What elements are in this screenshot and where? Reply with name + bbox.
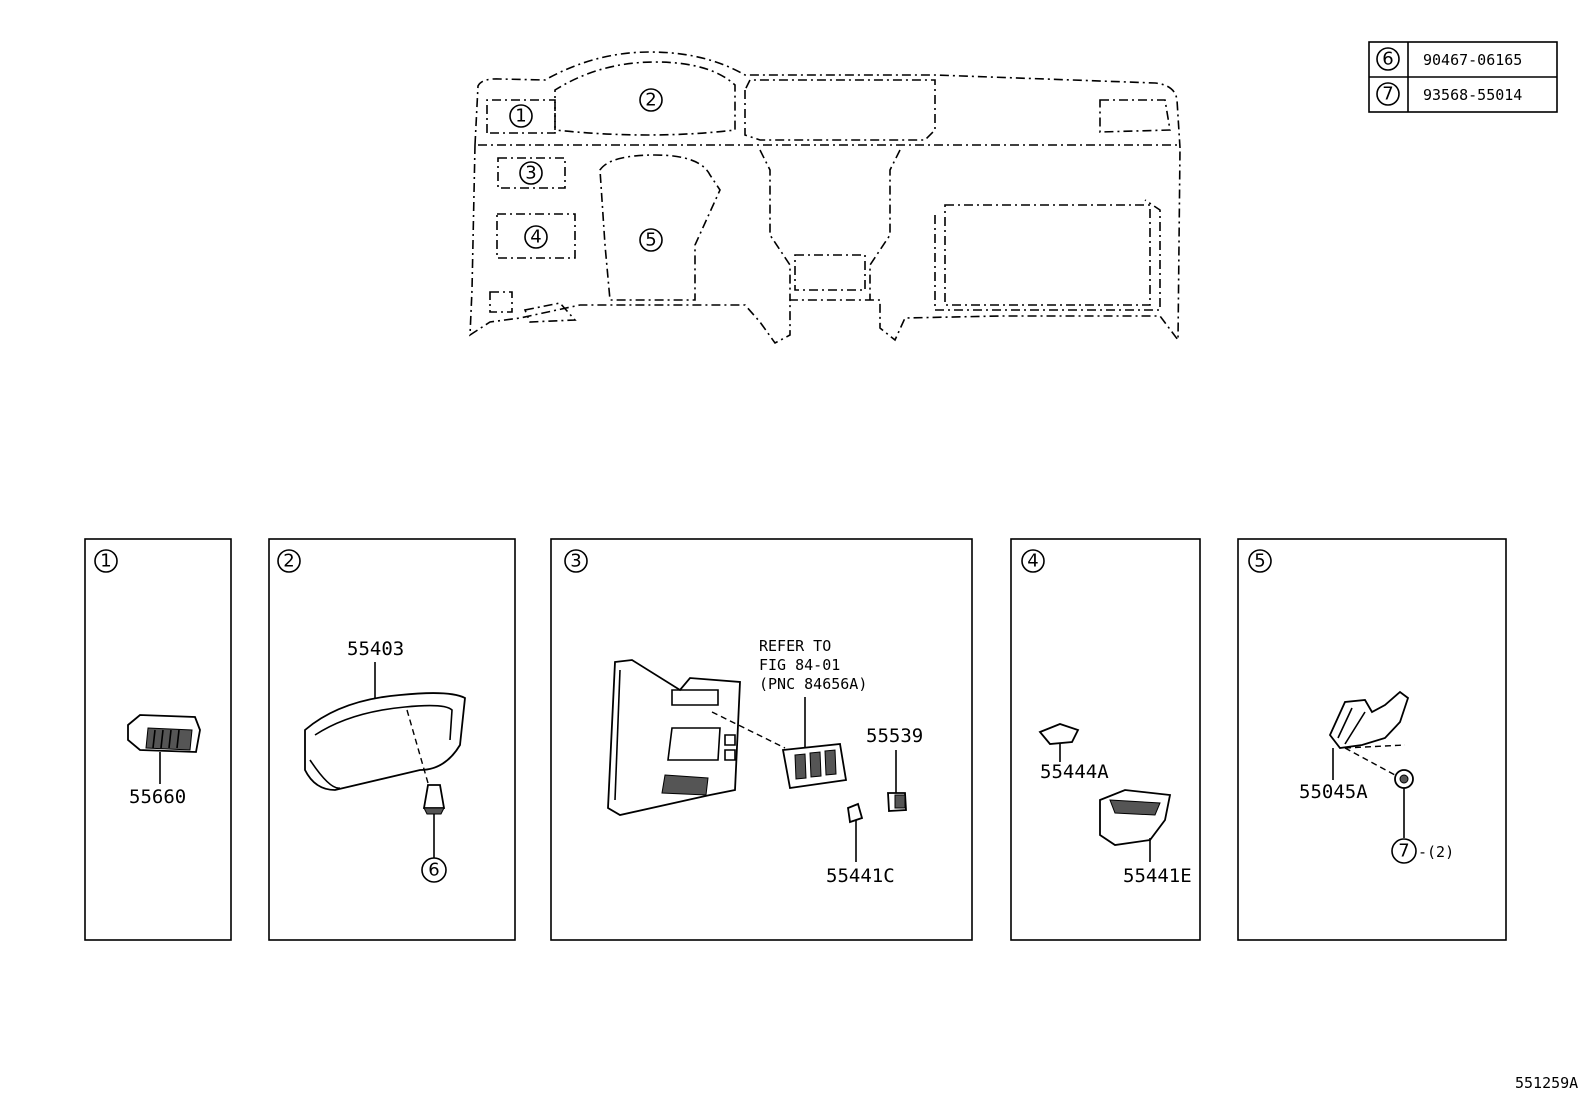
panel-5-frame: [1237, 538, 1507, 941]
overview-callout-1: [509, 104, 533, 128]
overview-callout-5: [639, 228, 663, 252]
clip-fastener-6: [422, 784, 446, 815]
part-label-55444A: 55444A: [1040, 761, 1109, 783]
part-label-55539: 55539: [866, 725, 923, 747]
clip-part-55441C: [847, 802, 864, 824]
figure-id: 551259A: [1515, 1074, 1578, 1092]
panel-3-callout: [564, 549, 588, 573]
panel-5-callout-label: 5: [1254, 551, 1265, 572]
overview-callout-4-label: 4: [530, 227, 541, 248]
callout-circle-6: [1376, 47, 1400, 71]
panel-3-frame: [550, 538, 973, 941]
panel-3-callout-label: 3: [570, 551, 581, 572]
panel-1-callout-label: 1: [100, 551, 111, 572]
callout-table: 6 90467-06165 7 93568-55014: [1368, 41, 1558, 113]
panel-1: 1 55660: [84, 538, 232, 941]
panel-2-callout: [277, 549, 301, 573]
cluster-hood-part-55403: [304, 692, 466, 791]
overview-callout-1-label: 1: [515, 106, 526, 127]
table-callout-6: 6: [1382, 49, 1393, 70]
overview-callout-2-label: 2: [645, 90, 656, 111]
table-part-no-6: 90467-06165: [1423, 51, 1522, 69]
callout-circle-7: [1376, 82, 1400, 106]
table-part-no-7: 93568-55014: [1423, 86, 1522, 104]
overview-callout-3-label: 3: [525, 163, 536, 184]
lower-panel-part: [607, 659, 741, 816]
refer-note-line-2: FIG 84-01: [759, 656, 840, 674]
fastener-quantity: -(2): [1418, 843, 1454, 861]
refer-note-line-1: REFER TO: [759, 637, 831, 655]
part-label-55441E: 55441E: [1123, 865, 1192, 887]
vent-part-55660: [127, 714, 201, 753]
panel-4-frame: [1010, 538, 1201, 941]
overview-callout-4: [524, 225, 548, 249]
table-callout-7: 7: [1382, 84, 1393, 105]
panel-2-fastener-callout-label: 6: [428, 860, 439, 881]
panel-4: 4 55444A 55441E: [1010, 538, 1201, 941]
screw-fastener-7: [1394, 769, 1414, 789]
panel-5: 5 55045A 7 -(2): [1237, 538, 1507, 941]
cap-part-55539: [887, 792, 907, 812]
panel-5-fastener-callout-label: 7: [1398, 841, 1409, 862]
pocket-part-55441E: [1099, 789, 1172, 846]
panel-2: 2 55403 6: [268, 538, 516, 941]
pad-part-55444A: [1038, 723, 1080, 745]
panel-5-fastener-callout: [1391, 838, 1417, 864]
overview-callout-2: [639, 88, 663, 112]
panel-2-callout-label: 2: [283, 551, 294, 572]
part-label-55441C: 55441C: [826, 865, 895, 887]
refer-note-line-3: (PNC 84656A): [759, 675, 867, 693]
dashboard-overview: 1 2 3 4 5: [469, 51, 1181, 345]
part-label-55660: 55660: [129, 786, 186, 808]
panel-2-frame: [268, 538, 516, 941]
part-label-55045A: 55045A: [1299, 781, 1368, 803]
panel-4-callout-label: 4: [1027, 551, 1038, 572]
overview-callout-3: [519, 161, 543, 185]
panel-3: 3 REFER TO FIG 84-01 (PNC 84656A) 55539: [550, 538, 973, 941]
overview-callout-5-label: 5: [645, 230, 656, 251]
cover-part-55045A: [1328, 690, 1410, 749]
panel-2-fastener-callout: [421, 857, 447, 883]
part-label-55403: 55403: [347, 638, 404, 660]
panel-4-callout: [1021, 549, 1045, 573]
panel-1-frame: [84, 538, 232, 941]
switch-assembly: [781, 743, 848, 790]
panel-5-callout: [1248, 549, 1272, 573]
panel-1-callout: [94, 549, 118, 573]
